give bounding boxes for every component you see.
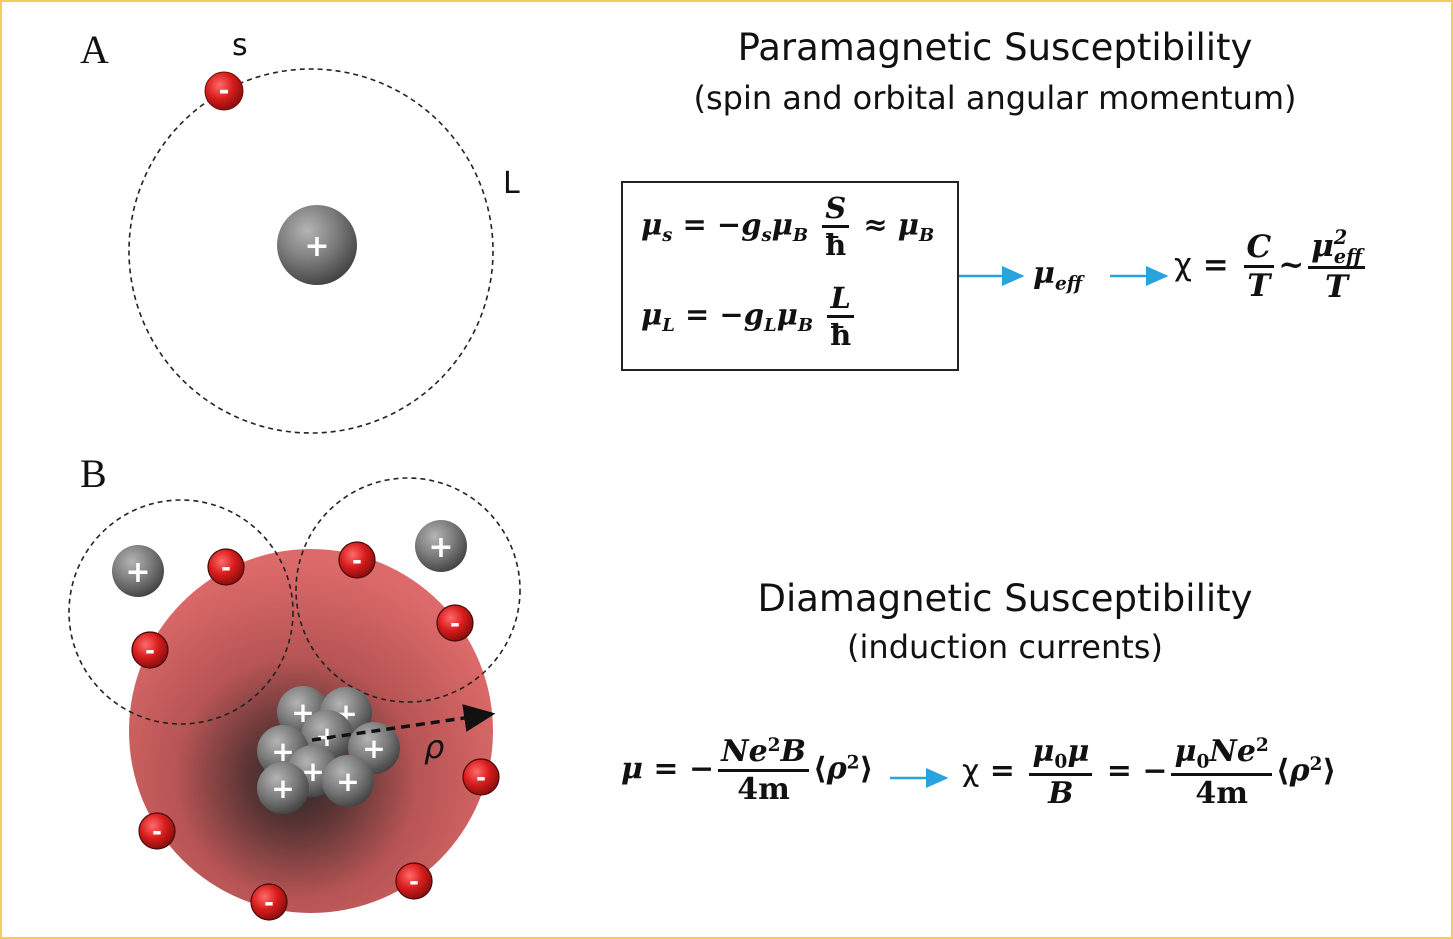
electron: - xyxy=(338,541,376,579)
radius-arrow xyxy=(311,704,496,742)
spin-label: s xyxy=(232,28,248,63)
diamagnetic-title: Diamagnetic Susceptibility xyxy=(757,577,1253,620)
electron: - xyxy=(395,862,433,900)
electron: - xyxy=(138,812,176,850)
electron-group: - - - - - - - - xyxy=(131,541,500,921)
svg-text:-: - xyxy=(221,554,231,582)
nucleus-sign: + xyxy=(304,229,329,264)
svg-text:-: - xyxy=(145,637,155,665)
electron: - xyxy=(462,758,500,796)
electron: - xyxy=(207,548,245,586)
electron: - xyxy=(131,631,169,669)
orbit-label: L xyxy=(503,166,520,201)
electron-a: - xyxy=(204,71,244,111)
svg-text:+: + xyxy=(336,765,359,798)
proton-group: ++ xyxy=(112,520,467,597)
svg-text:-: - xyxy=(264,889,274,917)
svg-text:-: - xyxy=(409,868,419,896)
orbit-path-b-left xyxy=(68,499,294,725)
nucleus-a: + xyxy=(277,205,357,285)
proton: + xyxy=(112,545,164,597)
panel-letter-a: A xyxy=(80,27,109,72)
rho-label: ρ xyxy=(424,728,445,766)
svg-text:-: - xyxy=(352,547,362,575)
paramagnetic-title: Paramagnetic Susceptibility xyxy=(737,26,1253,69)
nucleus-cluster: ++++++++ xyxy=(257,686,400,814)
svg-text:-: - xyxy=(152,818,162,846)
svg-text:+: + xyxy=(271,735,294,768)
svg-text:+: + xyxy=(271,772,294,805)
electron: - xyxy=(436,604,474,642)
orbit-path-b-right xyxy=(295,477,521,703)
nucleon: + xyxy=(257,762,309,814)
electron-sign: - xyxy=(219,76,230,106)
svg-text:+: + xyxy=(362,732,385,765)
svg-text:+: + xyxy=(428,530,453,565)
electron: - xyxy=(250,883,288,921)
effective-moment: μeff xyxy=(1033,256,1083,295)
proton: + xyxy=(415,520,467,572)
paramagnetic-subtitle: (spin and orbital angular momentum) xyxy=(693,79,1297,117)
nucleon: + xyxy=(322,755,374,807)
svg-text:+: + xyxy=(125,555,150,590)
panel-letter-b: B xyxy=(80,451,107,496)
diamagnetic-subtitle: (induction currents) xyxy=(847,628,1163,666)
svg-text:-: - xyxy=(476,764,486,792)
svg-text:-: - xyxy=(450,610,460,638)
orbit-path-a xyxy=(128,68,494,434)
